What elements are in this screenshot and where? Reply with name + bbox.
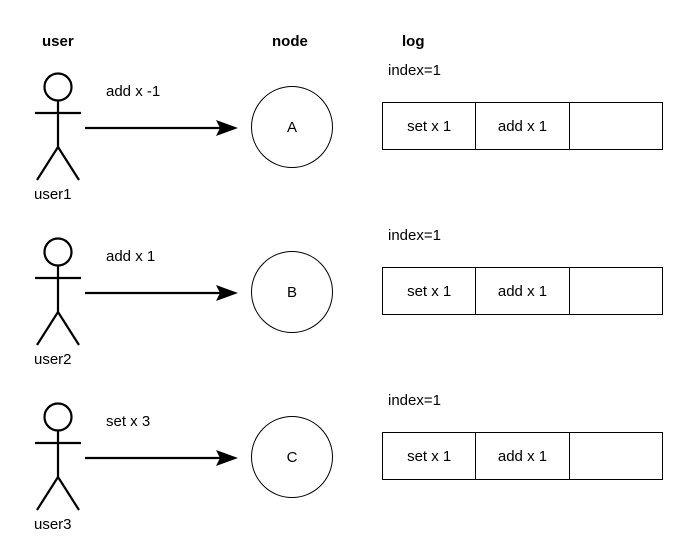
log-cell-empty bbox=[570, 433, 662, 479]
arrow-icon bbox=[84, 442, 240, 474]
node-circle: B bbox=[251, 251, 333, 333]
log-cell-empty bbox=[570, 103, 662, 149]
stick-figure-icon bbox=[31, 72, 117, 184]
log-cell: add x 1 bbox=[476, 268, 570, 314]
log-index-label: index=1 bbox=[388, 62, 441, 79]
node-letter: C bbox=[286, 448, 298, 466]
message-label: add x 1 bbox=[106, 248, 156, 265]
node-letter: B bbox=[286, 283, 297, 301]
node-circle: A bbox=[251, 86, 333, 168]
log-table: set x 1 add x 1 bbox=[382, 267, 663, 315]
log-cell: set x 1 bbox=[383, 433, 477, 479]
message-label: add x -1 bbox=[106, 83, 161, 100]
column-header-user: user bbox=[42, 33, 74, 50]
log-index-label: index=1 bbox=[388, 392, 441, 409]
diagram-row: user3 set x 3 C index=1 set x 1 add x 1 bbox=[0, 330, 691, 533]
actor-label: user3 bbox=[34, 516, 72, 533]
log-cell-empty bbox=[570, 268, 662, 314]
diagram-row: user2 add x 1 B index=1 set x 1 add x 1 bbox=[0, 165, 691, 368]
log-cell: set x 1 bbox=[383, 103, 477, 149]
column-header-log: log bbox=[402, 33, 425, 50]
log-table: set x 1 add x 1 bbox=[382, 432, 663, 480]
log-cell: add x 1 bbox=[476, 103, 570, 149]
stick-figure-icon bbox=[31, 402, 117, 514]
diagram-row: user1 add x -1 A index=1 set x 1 add x 1 bbox=[0, 0, 691, 203]
node-circle: C bbox=[251, 416, 333, 498]
log-table: set x 1 add x 1 bbox=[382, 102, 663, 150]
column-header-node: node bbox=[272, 33, 308, 50]
arrow-icon bbox=[84, 277, 240, 309]
arrow-icon bbox=[84, 112, 240, 144]
message-label: set x 3 bbox=[106, 413, 151, 430]
node-letter: A bbox=[286, 118, 297, 136]
stick-figure-icon bbox=[31, 237, 117, 349]
log-cell: add x 1 bbox=[476, 433, 570, 479]
log-index-label: index=1 bbox=[388, 227, 441, 244]
actor-label: user2 bbox=[34, 351, 72, 368]
log-cell: set x 1 bbox=[383, 268, 477, 314]
actor-label: user1 bbox=[34, 186, 72, 203]
